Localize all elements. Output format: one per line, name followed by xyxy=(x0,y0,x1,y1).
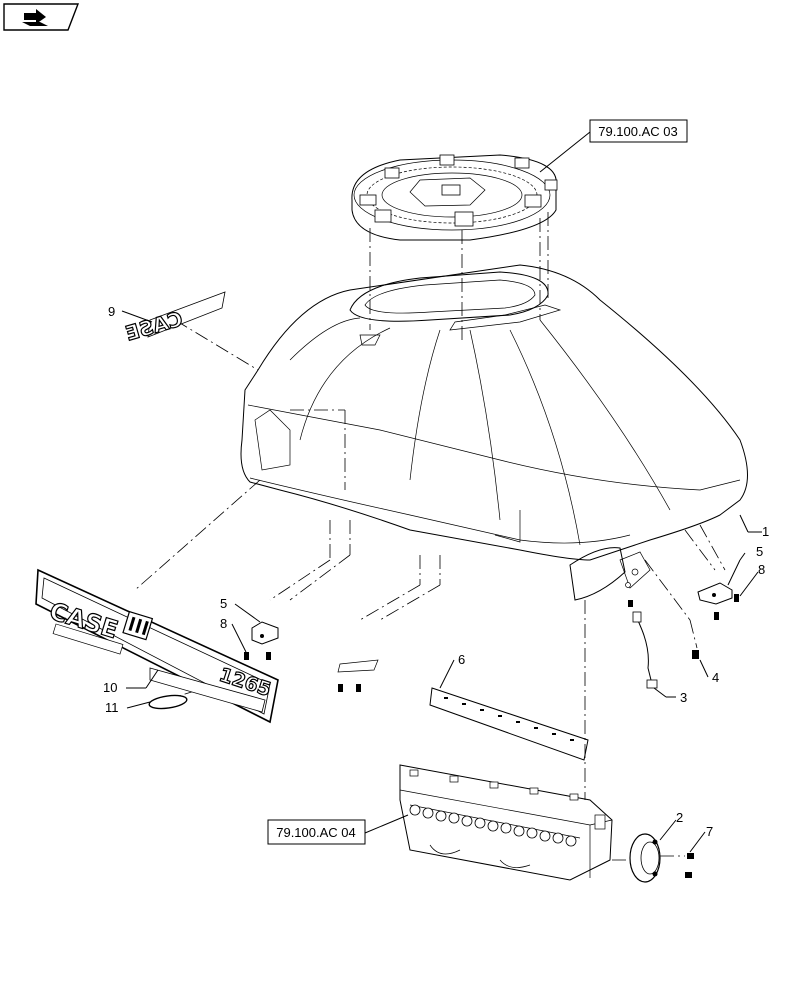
ring-drawing xyxy=(629,833,661,883)
reference-box-top[interactable]: 79.100.AC 03 xyxy=(589,119,688,143)
callout-11: 11 xyxy=(105,700,119,715)
callout-leaders xyxy=(121,310,762,853)
nav-icon-button[interactable] xyxy=(3,3,80,31)
callout-4: 4 xyxy=(712,670,719,685)
alignment-lines-top xyxy=(369,212,549,340)
bracket-right xyxy=(697,582,733,605)
emblem-text: CASE xyxy=(123,306,186,345)
sensor-cable-drawing xyxy=(632,611,658,689)
small-plate xyxy=(337,659,379,673)
bracket-left xyxy=(251,621,279,645)
reference-bottom-label: 79.100.AC 04 xyxy=(276,825,356,840)
top-assembly-drawing xyxy=(351,154,558,241)
decal-panel: CASE 1265 xyxy=(35,568,279,724)
meter-assembly-drawing xyxy=(399,764,613,881)
callout-2: 2 xyxy=(676,810,683,825)
small-decal xyxy=(148,694,188,710)
callout-5-left: 5 xyxy=(220,596,227,611)
callout-labels: 9 1 5 8 5 8 6 4 3 10 11 2 7 xyxy=(103,304,769,839)
reference-box-bottom[interactable]: 79.100.AC 04 xyxy=(267,819,366,845)
callout-3: 3 xyxy=(680,690,687,705)
fastener-4 xyxy=(692,650,699,659)
callout-7: 7 xyxy=(706,824,713,839)
alignment-lines-body xyxy=(134,319,726,800)
decal-logo-icon xyxy=(122,610,154,641)
callout-9: 9 xyxy=(108,304,115,319)
hopper-body-drawing xyxy=(240,264,748,601)
callout-8-right: 8 xyxy=(758,562,765,577)
callout-5-right: 5 xyxy=(756,544,763,559)
callout-10: 10 xyxy=(103,680,117,695)
callout-6: 6 xyxy=(458,652,465,667)
bolts xyxy=(244,594,739,692)
callout-1: 1 xyxy=(762,524,769,539)
nuts xyxy=(685,853,694,878)
strip-drawing xyxy=(429,687,589,761)
callout-8-left: 8 xyxy=(220,616,227,631)
arrow-book-icon xyxy=(22,9,48,26)
reference-top-label: 79.100.AC 03 xyxy=(598,124,678,139)
emblem-drawing: CASE xyxy=(122,291,226,346)
